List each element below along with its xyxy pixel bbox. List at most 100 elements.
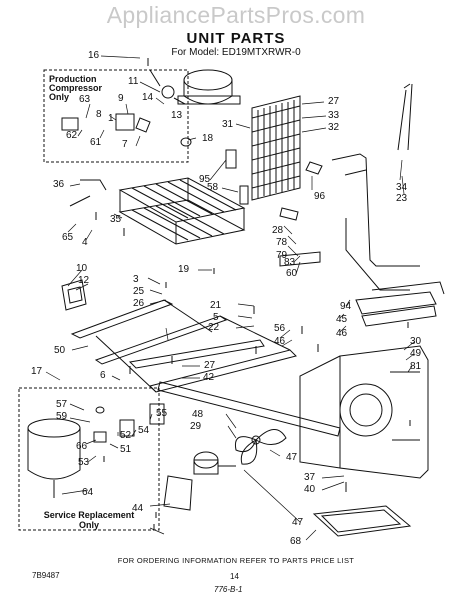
- part-number-34: 34: [396, 182, 408, 193]
- relay-part: [61, 117, 79, 131]
- service-replacement-label: Service Replacement Only: [24, 510, 154, 530]
- diagram-title: UNIT PARTS: [186, 30, 286, 47]
- part-number-95: 95: [199, 174, 211, 185]
- motor-bracket: [163, 475, 193, 511]
- production-compressor-box: [43, 69, 189, 163]
- part-number-10: 10: [76, 263, 88, 274]
- part-number-83: 83: [284, 257, 296, 268]
- part-number-29: 29: [190, 421, 202, 432]
- bracket-95: [225, 149, 237, 169]
- part-number-63: 63: [79, 94, 91, 105]
- evaporator-drawing: [118, 177, 246, 245]
- part-number-8: 8: [96, 109, 102, 120]
- part-number-23: 23: [396, 193, 408, 204]
- part-number-46: 46: [336, 328, 348, 339]
- part-number-21: 21: [210, 300, 222, 311]
- ordering-footer: FOR ORDERING INFORMATION REFER TO PARTS …: [117, 556, 355, 565]
- part-number-3: 3: [133, 274, 139, 285]
- bracket-58: [239, 185, 249, 205]
- part-number-46: 46: [274, 336, 286, 347]
- part-number-1: 1: [108, 113, 114, 124]
- part-number-25: 25: [133, 286, 145, 297]
- watermark: AppliancePartsPros.com: [106, 2, 366, 28]
- front-rail: [157, 381, 341, 437]
- part-number-56: 56: [274, 323, 286, 334]
- production-label-line: Compressor: [49, 83, 103, 93]
- part-number-55: 55: [156, 408, 168, 419]
- production-compressor-label: Production Compressor Only: [49, 75, 109, 102]
- part-number-94: 94: [340, 301, 352, 312]
- part-number-27: 27: [204, 360, 216, 371]
- part-number-59: 59: [56, 411, 68, 422]
- part-number-17: 17: [31, 366, 43, 377]
- fan-motor-drawing: [193, 451, 236, 475]
- hardware: [95, 58, 411, 530]
- overload-part: [115, 113, 135, 131]
- compressor-drawing: [149, 69, 241, 105]
- part-number-9: 9: [118, 93, 124, 104]
- part-number-5: 5: [213, 312, 219, 323]
- part-number-13: 13: [171, 110, 183, 121]
- leader-lines: [45, 55, 415, 541]
- clip-28: [279, 207, 299, 221]
- part-number-78: 78: [276, 237, 288, 248]
- part-number-27: 27: [328, 96, 340, 107]
- part-number-7: 7: [122, 139, 128, 150]
- part-number-37: 37: [304, 472, 316, 483]
- model-line: For Model: ED19MTXRWR-0: [171, 47, 301, 58]
- drawing-code: 7B9487: [32, 571, 60, 580]
- part-number-47: 47: [292, 517, 304, 528]
- part-number-52: 52: [120, 430, 132, 441]
- fan-blade-drawing: [234, 429, 287, 465]
- part-number-50: 50: [54, 345, 66, 356]
- drain-pan: [312, 505, 412, 537]
- service-compressor-drawing: [27, 403, 165, 498]
- part-number-33: 33: [328, 110, 340, 121]
- part-number-14: 14: [142, 92, 154, 103]
- part-number-68: 68: [290, 536, 302, 547]
- part-number-4: 4: [82, 237, 88, 248]
- part-number-30: 30: [410, 336, 422, 347]
- service-replacement-box: [18, 387, 160, 531]
- part-number-45: 45: [336, 314, 348, 325]
- drier: [279, 251, 321, 267]
- part-number-51: 51: [120, 444, 132, 455]
- part-number-57: 57: [56, 399, 68, 410]
- production-label-line: Production: [49, 74, 97, 84]
- part-number-81: 81: [410, 361, 422, 372]
- part-number-31: 31: [222, 119, 234, 130]
- part-number-49: 49: [410, 348, 422, 359]
- part-number-66: 66: [76, 441, 88, 452]
- part-number-28: 28: [272, 225, 284, 236]
- part-number-53: 53: [78, 457, 90, 468]
- tubing-drawing: [331, 83, 445, 327]
- part-number-35: 35: [110, 214, 122, 225]
- part-number-79: 79: [276, 250, 288, 261]
- part-number-47: 47: [286, 452, 298, 463]
- part-number-11: 11: [128, 76, 139, 87]
- part-number-16: 16: [88, 50, 100, 61]
- part-number-32: 32: [328, 122, 340, 133]
- base-frame-drawing: [70, 299, 297, 393]
- part-number-18: 18: [202, 133, 214, 144]
- part-number-44: 44: [132, 503, 144, 514]
- part-number-62: 62: [66, 130, 78, 141]
- part-number-54: 54: [138, 425, 150, 436]
- part-number-61: 61: [90, 137, 102, 148]
- condenser-drawing: [251, 95, 301, 201]
- service-label-line: Service Replacement: [43, 510, 135, 520]
- guard-10: [61, 279, 87, 311]
- part-number-65: 65: [62, 232, 74, 243]
- clip-96: [305, 161, 323, 175]
- service-label-line: Only: [78, 520, 99, 530]
- part-number-42: 42: [203, 372, 215, 383]
- part-number-6: 6: [100, 370, 106, 381]
- part-number-26: 26: [133, 298, 145, 309]
- page-number: 14: [230, 572, 239, 581]
- part-number-64: 64: [82, 487, 94, 498]
- part-number-40: 40: [304, 484, 316, 495]
- part-number-58: 58: [207, 182, 219, 193]
- production-label-line: Only: [49, 92, 70, 102]
- handwritten-code: 776-B-1: [214, 585, 243, 594]
